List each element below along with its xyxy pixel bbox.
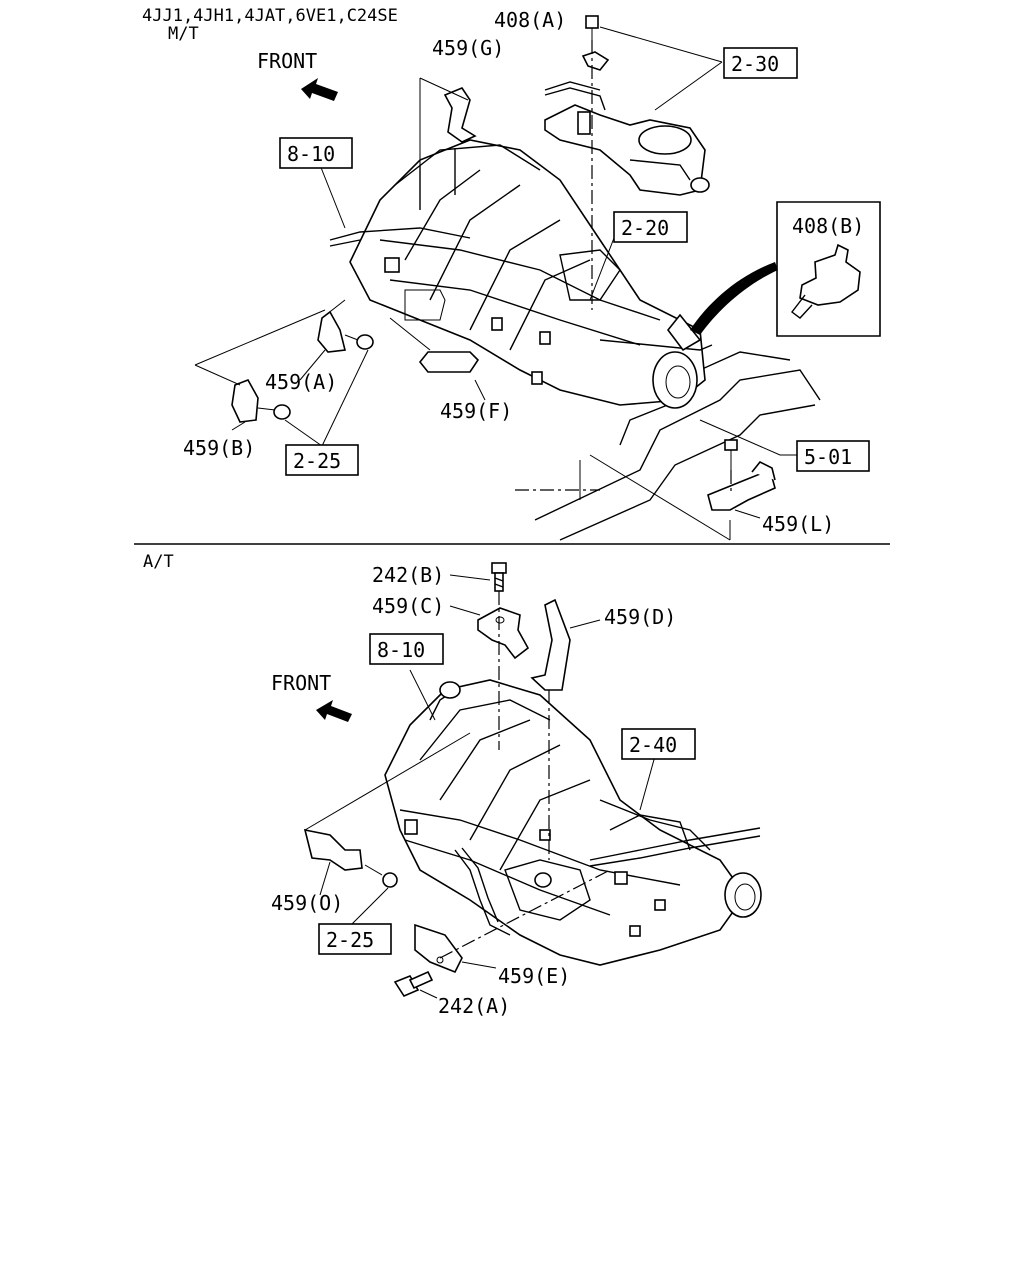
mt-ref-box-8-10	[279, 137, 353, 169]
at-bracket-459e	[414, 923, 463, 974]
mt-section: FRONT	[183, 8, 881, 541]
at-bracket-459o	[303, 828, 363, 871]
mt-label-459g: 459(G)	[432, 36, 504, 60]
at-label-459e: 459(E)	[498, 964, 570, 988]
mt-ref-5-01: 5-01	[804, 445, 852, 469]
mt-bracket-459b	[231, 379, 259, 423]
mt-section-label: M/T	[168, 24, 199, 44]
mt-label-408a: 408(A)	[494, 8, 566, 32]
mt-label-408b: 408(B)	[792, 214, 864, 238]
at-section-label: A/T	[143, 552, 174, 572]
mt-label-459a: 459(A)	[265, 370, 337, 394]
at-label-459c: 459(C)	[372, 594, 444, 618]
mt-shift-tower	[544, 81, 710, 196]
mt-front-label: FRONT	[257, 49, 317, 73]
at-label-242a: 242(A)	[438, 994, 510, 1018]
mt-ref-box-2-30	[723, 47, 798, 79]
mt-ref-box-2-20	[613, 211, 688, 243]
mt-label-459l: 459(L)	[762, 512, 834, 536]
mt-ref-2-20: 2-20	[621, 216, 669, 240]
mt-bolt-459b	[273, 404, 291, 420]
mt-front-arrow-icon	[301, 78, 338, 101]
at-ref-box-2-25	[318, 923, 392, 955]
mt-ref-2-25: 2-25	[293, 449, 341, 473]
at-ref-2-40: 2-40	[629, 733, 677, 757]
at-label-242b: 242(B)	[372, 563, 444, 587]
at-front-arrow-icon	[316, 700, 352, 722]
mt-bolt-459a	[356, 334, 374, 350]
at-label-459o: 459(O)	[271, 891, 343, 915]
mt-transmission	[329, 139, 713, 409]
at-section: FRONT	[271, 562, 762, 1018]
at-bracket-459c	[477, 607, 530, 660]
at-front-label: FRONT	[271, 671, 331, 695]
mt-bracket-459g	[443, 87, 477, 143]
at-ref-8-10: 8-10	[377, 638, 425, 662]
at-label-459d: 459(D)	[604, 605, 676, 629]
mt-bracket-459l	[707, 468, 776, 511]
mt-bolt-459l	[724, 439, 738, 451]
mt-bracket-459f	[418, 351, 480, 373]
at-ref-2-25: 2-25	[326, 928, 374, 952]
mt-leader-459g-line	[419, 77, 469, 101]
engine-codes-label: 4JJ1,4JH1,4JAT,6VE1,C24SE	[142, 6, 398, 26]
mt-label-459b: 459(B)	[183, 436, 255, 460]
at-transmission	[384, 679, 762, 966]
mt-ref-box-5-01	[796, 440, 870, 472]
at-bolt-242b	[491, 562, 507, 592]
mt-ref-8-10: 8-10	[287, 142, 335, 166]
mt-label-459f: 459(F)	[440, 399, 512, 423]
at-bracket-459d	[530, 598, 571, 691]
at-ref-box-2-40	[621, 728, 696, 760]
mt-ref-box-2-25	[285, 444, 359, 476]
mt-bolt-408a	[581, 15, 610, 310]
at-bolt-2-25	[382, 872, 398, 888]
at-bolt-242a	[393, 970, 434, 998]
at-ref-box-8-10	[369, 633, 444, 665]
mt-callout-408b	[666, 201, 881, 352]
mt-callout-arrow	[690, 262, 778, 335]
mt-ref-2-30: 2-30	[731, 52, 779, 76]
